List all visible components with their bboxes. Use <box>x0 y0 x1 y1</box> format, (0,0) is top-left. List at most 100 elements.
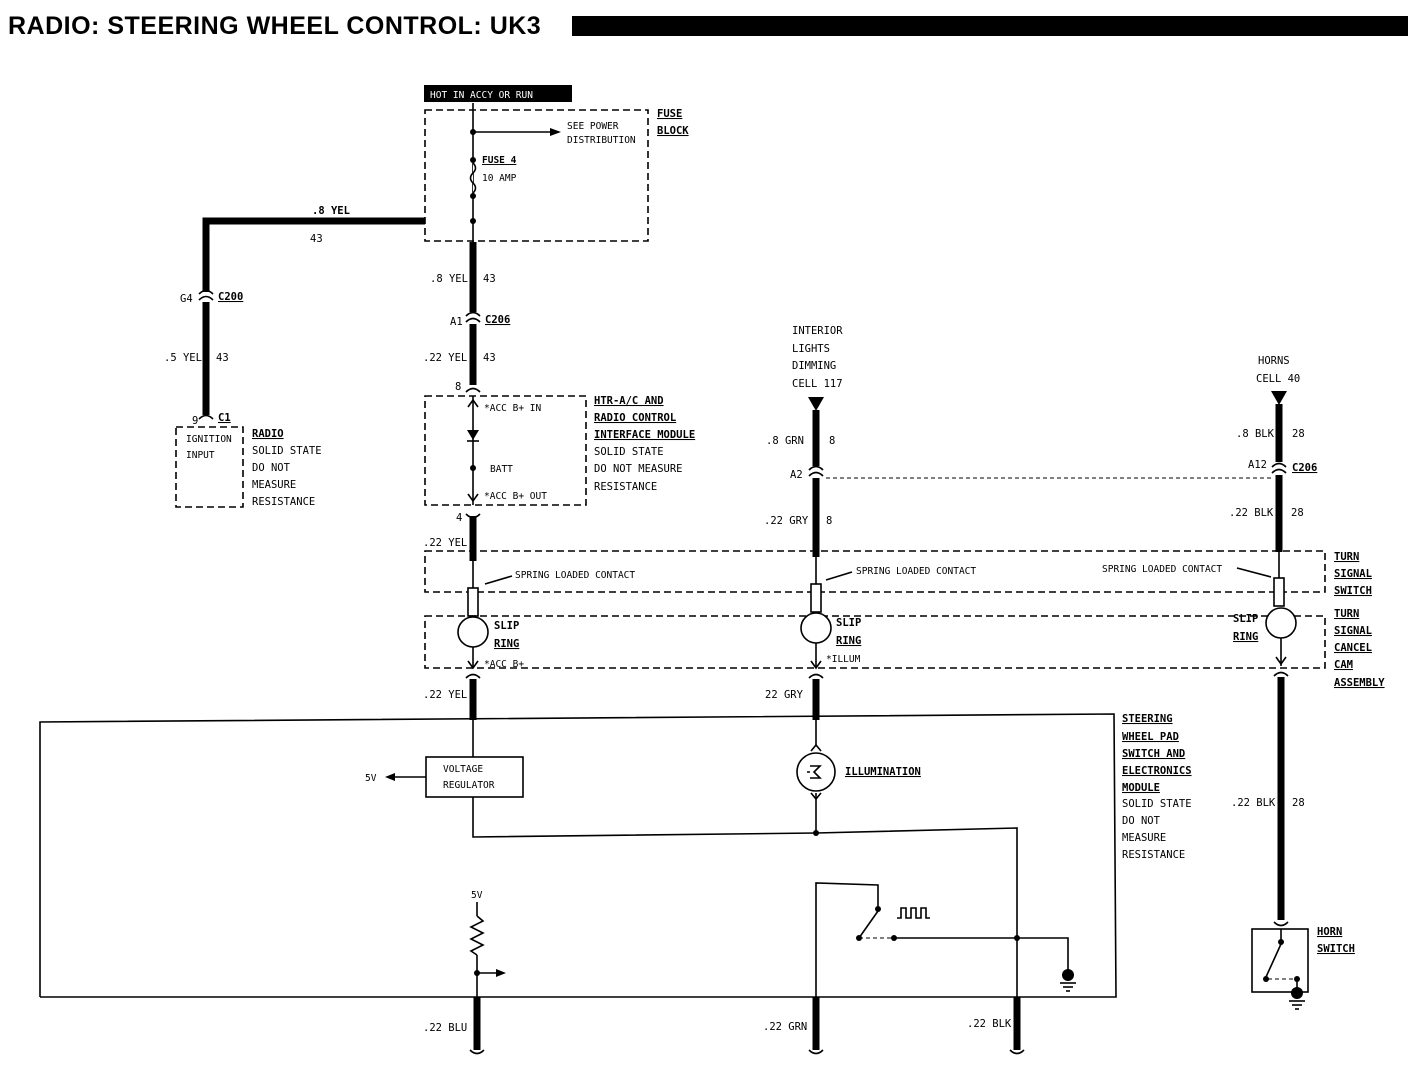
svg-text:RING: RING <box>1233 631 1258 643</box>
svg-text:SWITCH: SWITCH <box>1317 943 1355 955</box>
svg-text:.22 YEL: .22 YEL <box>423 352 467 364</box>
horn-switch-label: HORN <box>1317 926 1342 938</box>
svg-text:DIMMING: DIMMING <box>792 360 836 372</box>
svg-text:.5 YEL: .5 YEL <box>164 352 202 364</box>
svg-text:DISTRIBUTION: DISTRIBUTION <box>567 135 636 146</box>
svg-text:HOT IN ACCY OR RUN: HOT IN ACCY OR RUN <box>430 90 533 101</box>
svg-text:.22 GRY: .22 GRY <box>764 515 809 527</box>
interface-out-wire: 4 .22 YEL <box>423 512 481 561</box>
svg-text:8: 8 <box>829 435 835 447</box>
interface-module-label: HTR-A/C AND <box>594 395 664 407</box>
svg-text:5V: 5V <box>365 773 377 784</box>
svg-text:MEASURE: MEASURE <box>252 479 296 491</box>
svg-text:MEASURE: MEASURE <box>1122 832 1166 844</box>
svg-text:SWITCH: SWITCH <box>1334 585 1372 597</box>
bottom-output-wires: .22 BLU .22 GRN .22 BLK <box>423 997 1025 1055</box>
svg-text:.22 BLK: .22 BLK <box>1229 507 1274 519</box>
svg-text:8: 8 <box>455 381 461 393</box>
interior-lights-branch: INTERIOR LIGHTS DIMMING CELL 117 .8 GRN … <box>764 325 843 557</box>
svg-text:43: 43 <box>310 233 323 245</box>
svg-text:.8 YEL: .8 YEL <box>312 205 350 217</box>
interface-module: *ACC B+ IN BATT *ACC B+ OUT HTR-A/C AND … <box>424 395 695 506</box>
svg-text:C200: C200 <box>218 291 243 303</box>
svg-text:RESISTANCE: RESISTANCE <box>594 481 657 493</box>
svg-text:CANCEL: CANCEL <box>1334 642 1372 654</box>
acc-wire-to-module: .22 YEL <box>423 673 481 720</box>
svg-text:28: 28 <box>1291 507 1304 519</box>
svg-text:SLIP: SLIP <box>1233 613 1258 625</box>
svg-text:G4: G4 <box>180 293 193 305</box>
svg-text:.22 YEL: .22 YEL <box>423 689 467 701</box>
cancel-cam-assembly: SLIP RING *ACC B+ SLIP RING *ILLUM SLIP … <box>424 607 1385 689</box>
svg-text:BATT: BATT <box>490 464 513 475</box>
svg-text:43: 43 <box>483 352 496 364</box>
svg-text:5V: 5V <box>471 890 483 901</box>
turn-signal-switch: SPRING LOADED CONTACT SPRING LOADED CONT… <box>424 550 1372 617</box>
svg-text:INTERIOR: INTERIOR <box>792 325 843 337</box>
svg-text:SOLID STATE: SOLID STATE <box>594 446 664 458</box>
svg-text:28: 28 <box>1292 428 1305 440</box>
svg-text:SOLID STATE: SOLID STATE <box>1122 798 1192 810</box>
svg-text:.8 GRN: .8 GRN <box>766 435 804 447</box>
radio-label: RADIO <box>252 428 284 440</box>
svg-text:CELL 117: CELL 117 <box>792 378 843 390</box>
fuse-block-label: FUSE <box>657 108 682 120</box>
svg-text:CAM: CAM <box>1334 659 1353 671</box>
power-source-label: HOT IN ACCY OR RUN <box>424 85 572 102</box>
svg-text:.22 BLK: .22 BLK <box>1231 797 1276 809</box>
svg-text:SIGNAL: SIGNAL <box>1334 625 1372 637</box>
svg-text:MODULE: MODULE <box>1122 782 1160 794</box>
svg-text:.22 YEL: .22 YEL <box>423 537 467 549</box>
illumination-label: ILLUMINATION <box>845 766 921 778</box>
svg-text:CELL 40: CELL 40 <box>1256 373 1300 385</box>
svg-text:9: 9 <box>192 415 198 427</box>
svg-text:IGNITION: IGNITION <box>186 434 232 445</box>
page-title: RADIO: STEERING WHEEL CONTROL: UK3 <box>8 12 542 40</box>
svg-text:HORNS: HORNS <box>1258 355 1290 367</box>
svg-text:LIGHTS: LIGHTS <box>792 343 830 355</box>
svg-text:*ILLUM: *ILLUM <box>826 654 861 665</box>
svg-text:RADIO CONTROL: RADIO CONTROL <box>594 412 676 424</box>
svg-text:28: 28 <box>1292 797 1305 809</box>
svg-text:RING: RING <box>836 635 861 647</box>
turn-signal-switch-label: TURN <box>1334 551 1359 563</box>
svg-text:RING: RING <box>494 638 519 650</box>
svg-text:SPRING LOADED CONTACT: SPRING LOADED CONTACT <box>1102 564 1222 575</box>
illum-wire-to-module: 22 GRY <box>765 673 824 720</box>
svg-text:4: 4 <box>456 512 462 524</box>
title-rule <box>572 16 1408 36</box>
see-power-label: SEE POWER <box>567 121 619 132</box>
svg-text:ASSEMBLY: ASSEMBLY <box>1334 677 1385 689</box>
svg-text:A1: A1 <box>450 316 463 328</box>
svg-text:SOLID STATE: SOLID STATE <box>252 445 322 457</box>
voltage-regulator: VOLTAGE <box>443 764 483 775</box>
radio-unit: IGNITION INPUT RADIO SOLID STATE DO NOT … <box>175 426 322 508</box>
main-yel-feed: .8 YEL 43 A1 C206 .22 YEL 43 8 <box>423 242 510 393</box>
svg-text:.22 BLK: .22 BLK <box>967 1018 1012 1030</box>
svg-text:REGULATOR: REGULATOR <box>443 780 495 791</box>
svg-text:.22 BLU: .22 BLU <box>423 1022 467 1034</box>
steering-module-label: STEERING <box>1122 713 1173 725</box>
svg-text:SLIP: SLIP <box>836 617 861 629</box>
svg-text:ELECTRONICS: ELECTRONICS <box>1122 765 1192 777</box>
svg-text:.8 BLK: .8 BLK <box>1236 428 1275 440</box>
svg-text:C206: C206 <box>485 314 510 326</box>
cancel-cam-label: TURN <box>1334 608 1359 620</box>
svg-text:SPRING LOADED CONTACT: SPRING LOADED CONTACT <box>856 566 976 577</box>
svg-text:INPUT: INPUT <box>186 450 215 461</box>
svg-text:*ACC B+: *ACC B+ <box>484 659 524 670</box>
svg-text:SIGNAL: SIGNAL <box>1334 568 1372 580</box>
svg-text:DO NOT MEASURE: DO NOT MEASURE <box>594 463 683 475</box>
svg-text:C206: C206 <box>1292 462 1317 474</box>
svg-text:SLIP: SLIP <box>494 620 519 632</box>
svg-text:DO NOT: DO NOT <box>252 462 291 474</box>
fuse-4-label: FUSE 4 <box>482 155 517 166</box>
svg-text:*ACC B+ IN: *ACC B+ IN <box>484 403 541 414</box>
svg-text:8: 8 <box>826 515 832 527</box>
svg-text:SPRING LOADED CONTACT: SPRING LOADED CONTACT <box>515 570 635 581</box>
svg-text:RESISTANCE: RESISTANCE <box>1122 849 1185 861</box>
horn-wire: .22 BLK 28 <box>1231 671 1305 927</box>
svg-text:43: 43 <box>483 273 496 285</box>
